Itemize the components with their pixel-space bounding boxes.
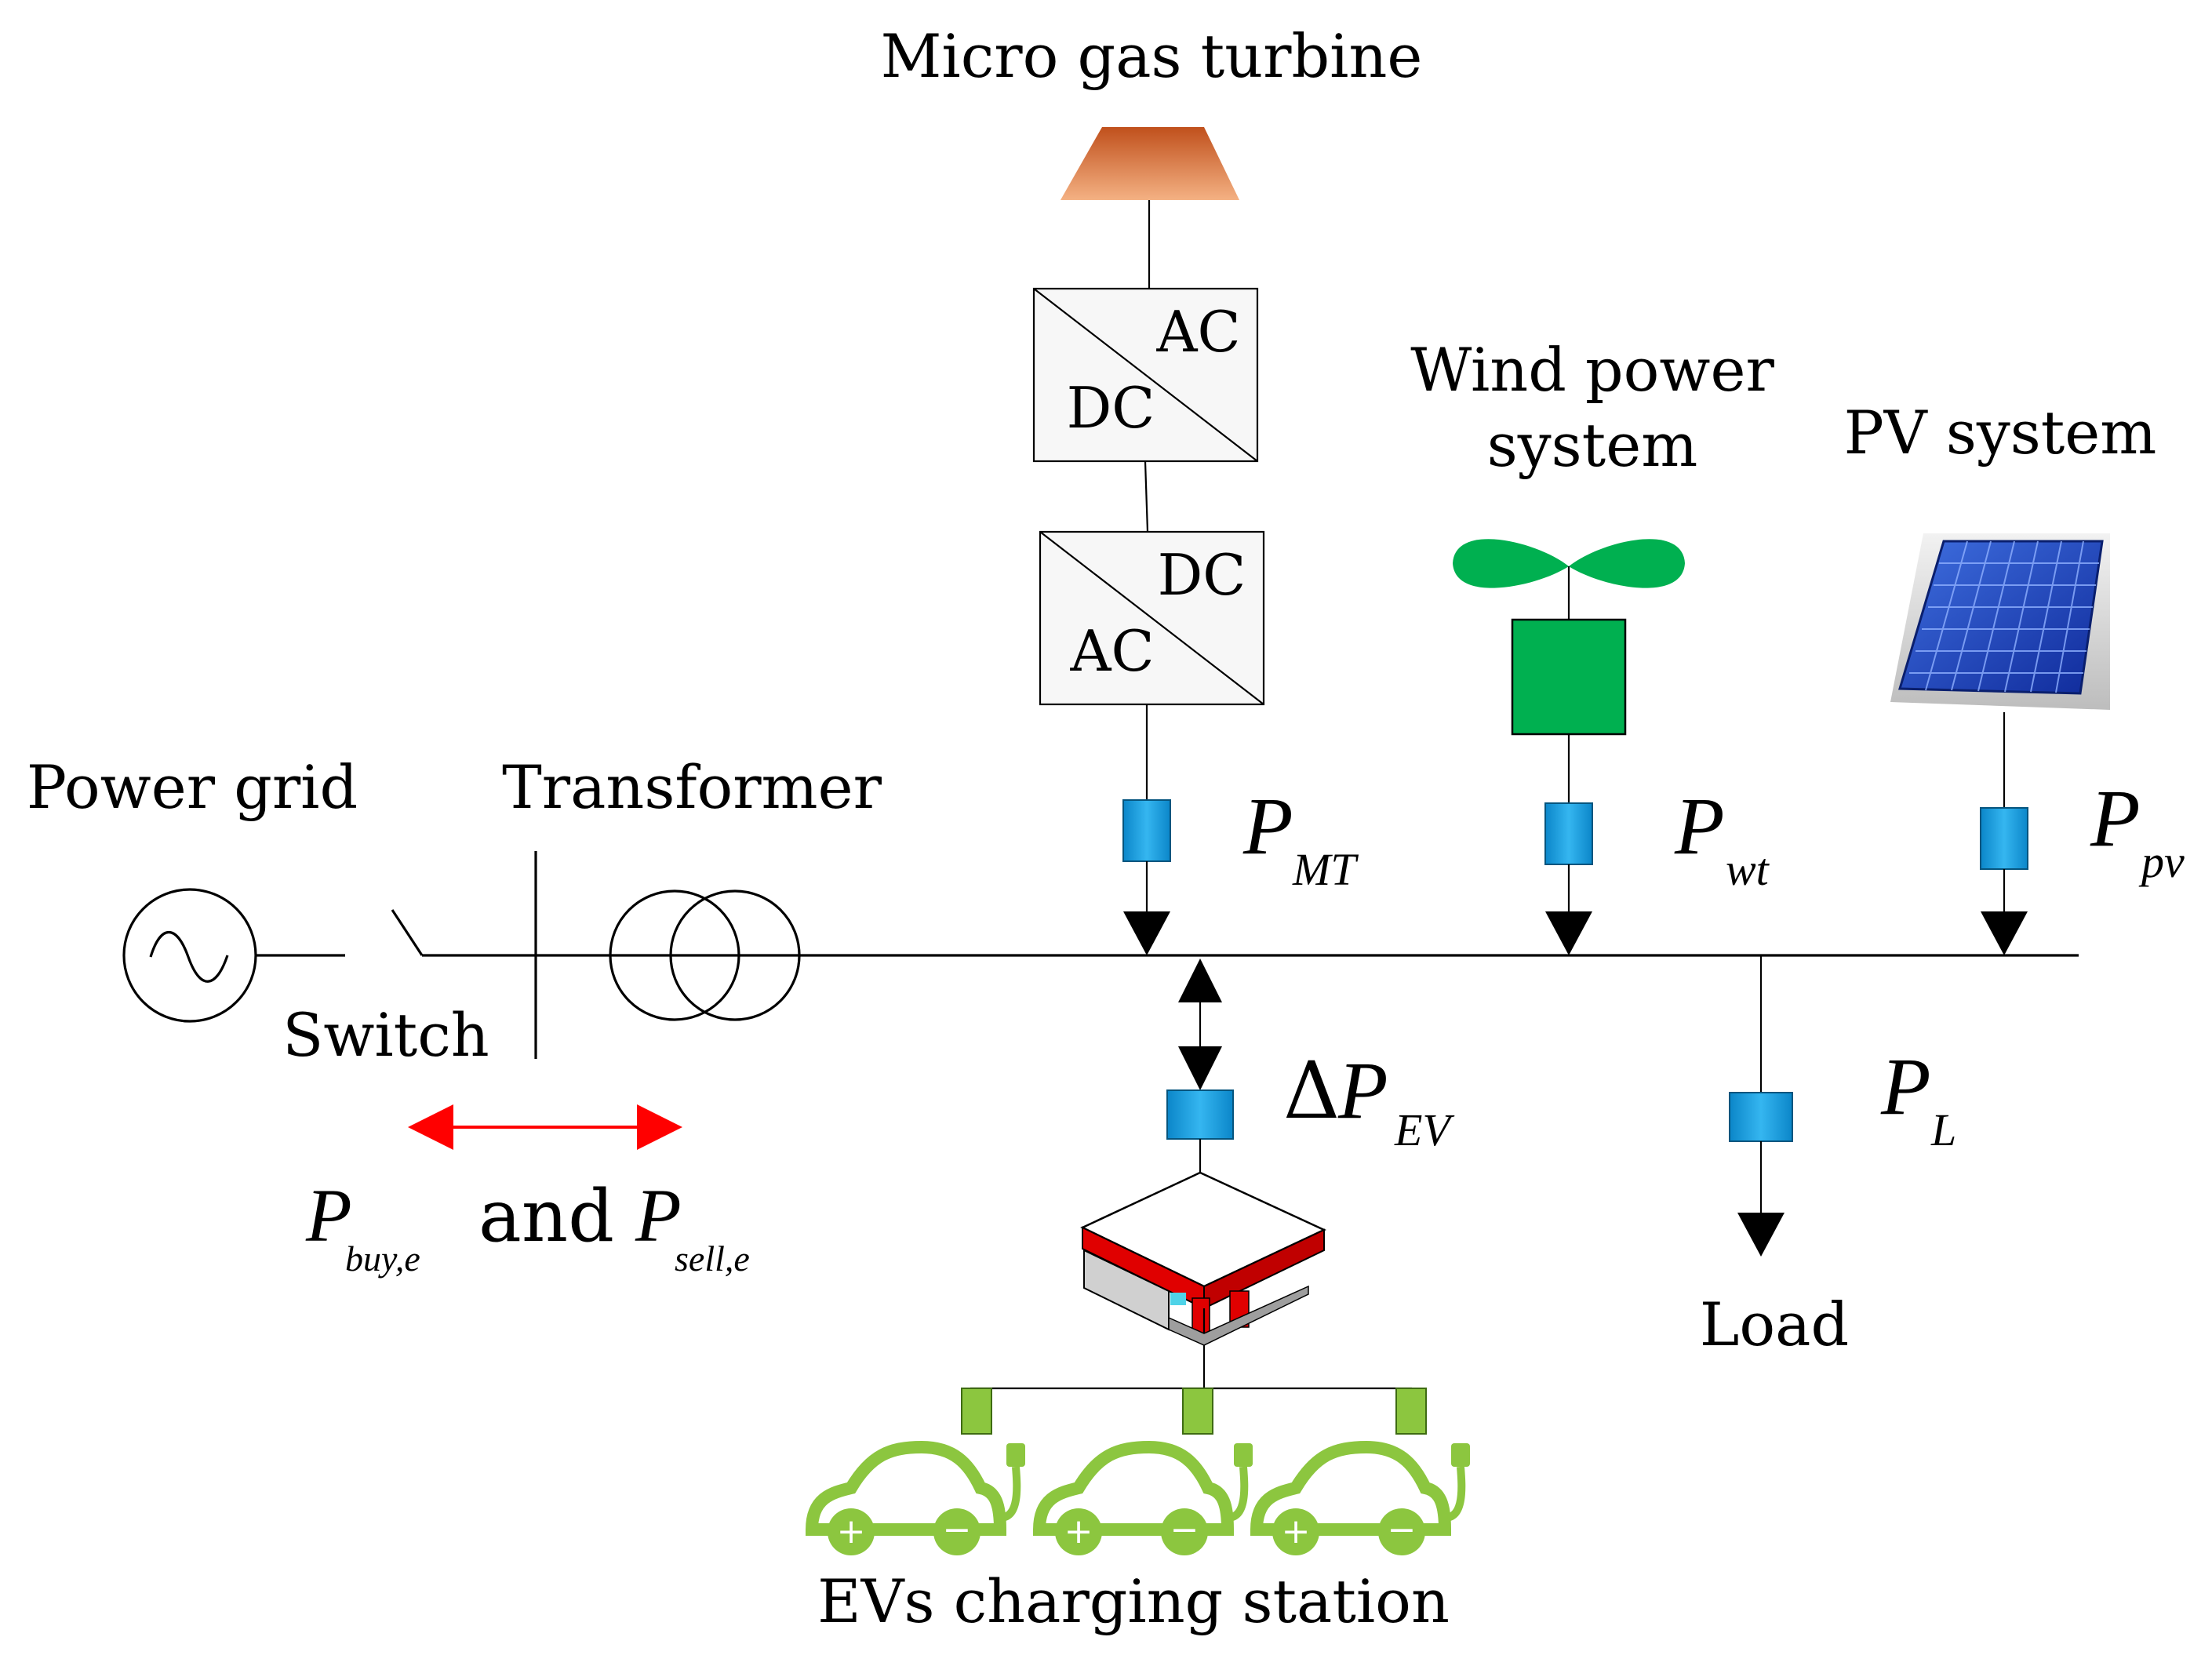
svg-text:P: P — [635, 1173, 682, 1257]
svg-text:+: + — [1064, 1511, 1093, 1551]
p-wt-label: P wt — [1674, 781, 1770, 895]
svg-text:AC: AC — [1069, 618, 1154, 684]
svg-text:+: + — [837, 1511, 866, 1551]
svg-text:P: P — [2090, 773, 2141, 864]
charging-station-icon — [1080, 1171, 1326, 1346]
transformer-icon — [609, 889, 801, 1021]
transformer-label: Transformer — [502, 752, 882, 822]
wt-power-meter — [1544, 802, 1593, 865]
svg-text:P: P — [1880, 1042, 1931, 1132]
power-grid-source-icon — [122, 888, 345, 1023]
ev-car-icon-3: + − — [1250, 1440, 1470, 1555]
svg-text:pv: pv — [2138, 836, 2185, 887]
ev-charger-1 — [961, 1388, 992, 1435]
ev-car-icon-2: + − — [1032, 1440, 1253, 1555]
wind-power-label-line1: Wind power — [1410, 335, 1774, 405]
ev-power-meter — [1166, 1089, 1234, 1140]
p-pv-label: P pv — [2090, 773, 2185, 887]
svg-text:P: P — [1242, 781, 1293, 871]
ac-dc-converter: AC DC — [1032, 287, 1259, 463]
ev-charger-3 — [1395, 1388, 1427, 1435]
svg-text:−: − — [1170, 1510, 1199, 1550]
dp-ev-label: Δ P EV — [1283, 1045, 1455, 1155]
dc-ac-converter: DC AC — [1039, 530, 1265, 706]
svg-text:wt: wt — [1726, 844, 1770, 895]
mt-arrow — [1123, 911, 1170, 955]
svg-text:P: P — [1337, 1046, 1388, 1136]
switch-label: Switch — [282, 1000, 489, 1070]
svg-text:AC: AC — [1155, 299, 1240, 365]
svg-text:L: L — [1930, 1104, 1956, 1155]
wt-arrow — [1545, 911, 1592, 955]
power-grid-label: Power grid — [27, 752, 358, 822]
exchange-label: P buy,e and P sell,e — [305, 1173, 750, 1279]
svg-text:and: and — [478, 1174, 614, 1258]
svg-text:−: − — [943, 1510, 972, 1550]
solar-panel-icon — [1890, 533, 2110, 710]
ev-charger-2 — [1182, 1388, 1213, 1435]
svg-text:P: P — [305, 1173, 352, 1257]
load-arrow — [1737, 1213, 1785, 1257]
svg-text:MT: MT — [1292, 844, 1359, 895]
p-l-label: P L — [1880, 1042, 1956, 1155]
micro-gas-turbine-label: Micro gas turbine — [881, 21, 1423, 91]
pv-system-label: PV system — [1844, 398, 2157, 467]
svg-text:+: + — [1282, 1511, 1311, 1551]
gas-turbine-icon — [1061, 127, 1239, 200]
wind-power-label-line2: system — [1487, 410, 1698, 480]
load-label: Load — [1700, 1290, 1849, 1359]
p-mt-label: P MT — [1242, 781, 1359, 895]
svg-text:DC: DC — [1158, 542, 1246, 608]
svg-text:−: − — [1388, 1510, 1417, 1550]
wind-turbine-icon — [1453, 539, 1685, 736]
ev-station-label: EVs charging station — [817, 1566, 1450, 1636]
svg-text:DC: DC — [1067, 375, 1155, 441]
svg-text:buy,e: buy,e — [345, 1239, 420, 1279]
load-power-meter — [1729, 1092, 1793, 1142]
svg-text:EV: EV — [1394, 1104, 1455, 1155]
ev-car-icon-1: + − — [805, 1440, 1025, 1555]
svg-text:P: P — [1674, 781, 1725, 871]
pv-arrow — [1981, 911, 2028, 955]
pv-power-meter — [1980, 807, 2028, 870]
exchange-arrow — [408, 1104, 682, 1150]
mt-power-meter — [1122, 799, 1171, 862]
svg-text:Δ: Δ — [1283, 1045, 1340, 1137]
svg-text:sell,e: sell,e — [675, 1239, 750, 1279]
